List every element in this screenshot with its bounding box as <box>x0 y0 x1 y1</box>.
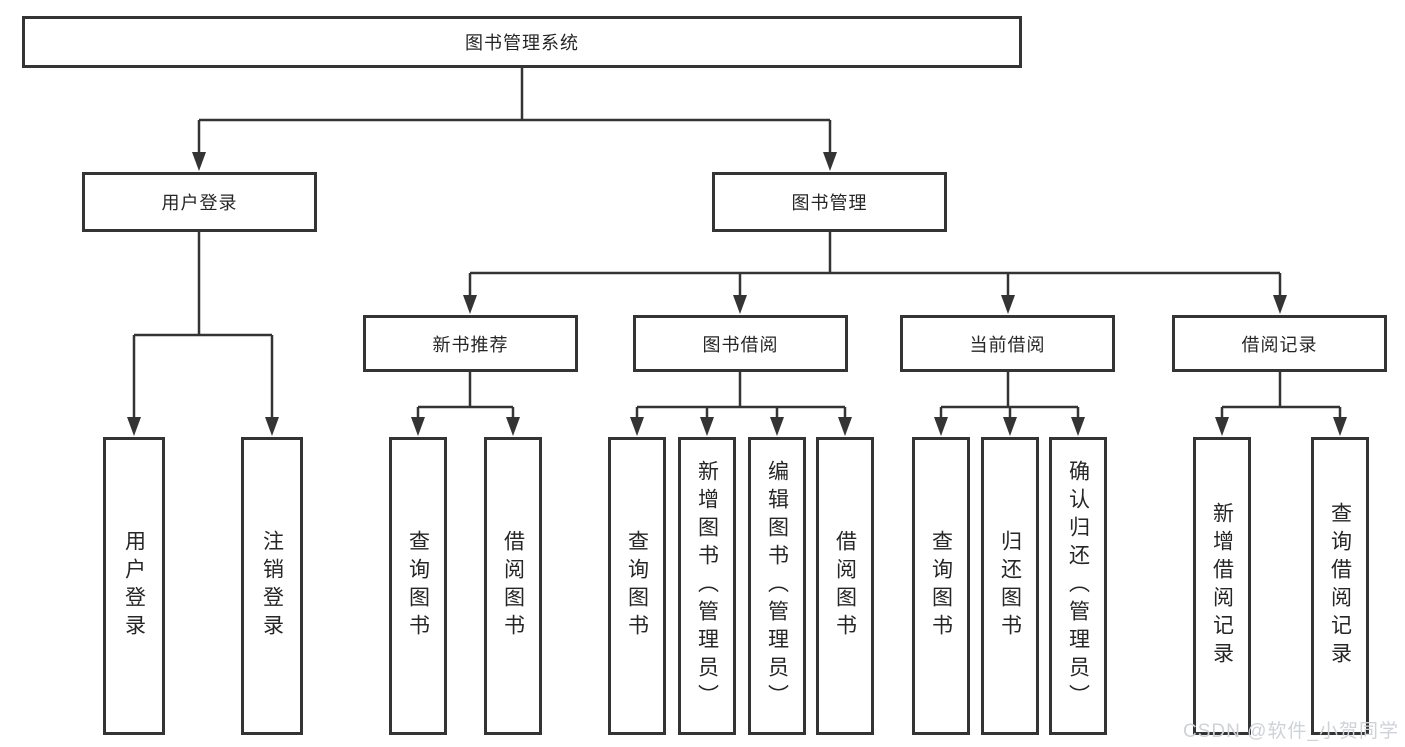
leaf-borrow-books: 借阅图书 <box>816 437 874 735</box>
arrow-down-icon <box>265 417 279 436</box>
node-book-borrow: 图书借阅 <box>633 315 848 372</box>
arrow-down-icon <box>127 417 141 436</box>
leaf-logout: 注销登录 <box>241 437 303 735</box>
node-new-book-recommend: 新书推荐 <box>363 315 578 372</box>
leaf-edit-books-admin: 编辑图书（管理员） <box>748 437 806 735</box>
node-current-borrow: 当前借阅 <box>900 315 1115 372</box>
leaf-query-books-borrow: 查询图书 <box>608 437 666 735</box>
leaf-query-books-recommend: 查询图书 <box>389 437 447 735</box>
leaf-query-books-current: 查询图书 <box>912 437 970 735</box>
arrowheads <box>127 152 1347 436</box>
arrow-down-icon <box>1273 295 1287 314</box>
node-root-system: 图书管理系统 <box>22 16 1022 68</box>
leaf-borrow-books-recommend: 借阅图书 <box>484 437 542 735</box>
arrow-down-icon <box>1215 417 1229 436</box>
leaf-add-books-admin: 新增图书（管理员） <box>678 437 736 735</box>
arrow-down-icon <box>823 152 837 171</box>
arrow-down-icon <box>733 295 747 314</box>
arrow-down-icon <box>506 417 520 436</box>
arrow-down-icon <box>411 417 425 436</box>
arrow-down-icon <box>1071 417 1085 436</box>
arrow-down-icon <box>463 295 477 314</box>
node-borrow-records: 借阅记录 <box>1172 315 1387 372</box>
arrow-down-icon <box>1001 295 1015 314</box>
arrow-down-icon <box>934 417 948 436</box>
arrow-down-icon <box>838 417 852 436</box>
arrow-down-icon <box>1003 417 1017 436</box>
node-book-management-module: 图书管理 <box>712 172 947 232</box>
leaf-add-borrow-record: 新增借阅记录 <box>1193 437 1251 735</box>
leaf-return-books: 归还图书 <box>981 437 1039 735</box>
leaf-user-login: 用户登录 <box>103 437 165 735</box>
leaf-query-borrow-record: 查询借阅记录 <box>1311 437 1369 735</box>
arrow-down-icon <box>770 417 784 436</box>
leaf-confirm-return-admin: 确认归还（管理员） <box>1049 437 1107 735</box>
arrow-down-icon <box>1333 417 1347 436</box>
csdn-watermark: CSDN @软件_小贺同学 <box>1183 721 1399 742</box>
arrow-down-icon <box>630 417 644 436</box>
arrow-down-icon <box>700 417 714 436</box>
arrow-down-icon <box>192 152 206 171</box>
node-user-login-module: 用户登录 <box>82 172 317 232</box>
